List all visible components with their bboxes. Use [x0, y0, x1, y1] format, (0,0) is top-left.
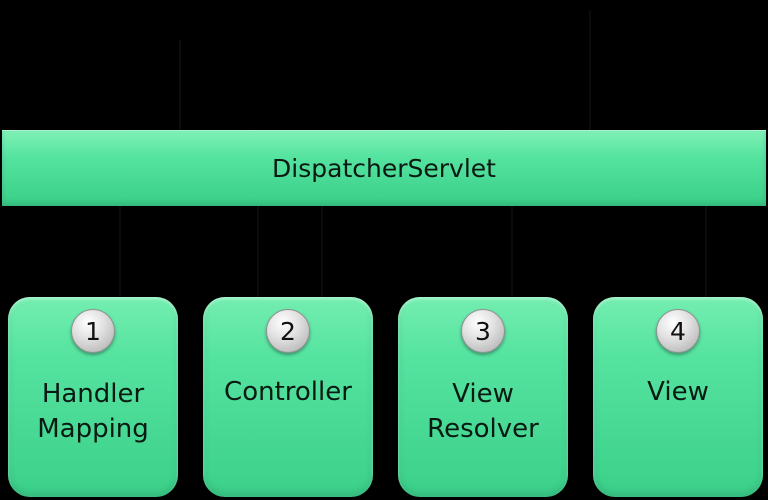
step-badge-4: 4	[656, 309, 700, 353]
step-badge-2: 2	[266, 309, 310, 353]
view-resolver-box: 3 View Resolver	[398, 297, 568, 497]
step-badge-1: 1	[71, 309, 115, 353]
controller-label: Controller	[203, 375, 373, 410]
handler-mapping-box: 1 Handler Mapping	[8, 297, 178, 497]
view-box: 4 View	[593, 297, 763, 497]
controller-box: 2 Controller	[203, 297, 373, 497]
component-label-line: Mapping	[37, 414, 149, 444]
step-badge-3: 3	[461, 309, 505, 353]
component-label-line: View	[452, 379, 514, 409]
component-label-line: Handler	[41, 379, 145, 409]
view-label: View	[593, 375, 763, 410]
dispatcher-servlet-label: DispatcherServlet	[272, 154, 496, 183]
view-resolver-label: View Resolver	[398, 377, 568, 447]
component-label-line: View	[647, 377, 709, 407]
component-label-line: Controller	[224, 377, 352, 407]
handler-mapping-label: Handler Mapping	[8, 377, 178, 447]
component-label-line: Resolver	[427, 414, 539, 444]
dispatcher-servlet-box: DispatcherServlet	[2, 130, 766, 206]
